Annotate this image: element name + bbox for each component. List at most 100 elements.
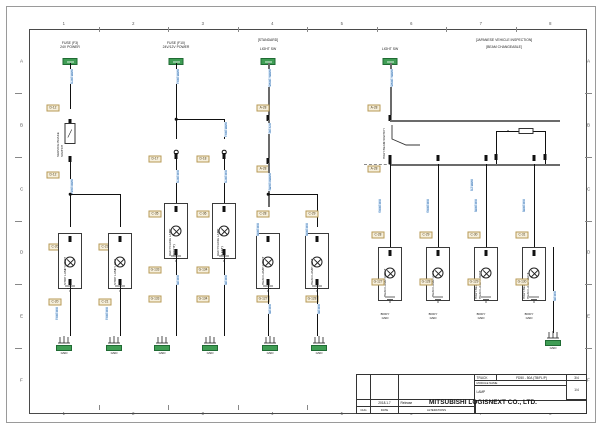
- hb-head-lamp-right-symbol: [480, 267, 492, 279]
- column-label-2: 2: [132, 411, 135, 416]
- wire-label-020bl-rw-a: 020BL (R/W): [267, 69, 272, 87]
- connector-c28-hb[interactable]: C-28: [371, 231, 385, 239]
- connector-a28-hb-bottom[interactable]: A-28: [367, 165, 381, 173]
- terminal-rcl-left-top: [222, 206, 226, 212]
- wire-label-073-r: 073 (R): [267, 123, 272, 134]
- connector-d17[interactable]: D-17: [148, 155, 162, 163]
- body-gnd-label-1: BODY GND: [380, 312, 390, 321]
- wire-label-020b-rl-b: 020B (R/L): [223, 122, 228, 138]
- connector-g133-b[interactable]: G-133: [148, 295, 162, 303]
- connector-g127-std[interactable]: G-127: [256, 295, 270, 303]
- row-label-D: D: [20, 249, 24, 255]
- connector-c28-std[interactable]: C-28: [256, 210, 270, 218]
- row-tick: [15, 220, 22, 222]
- wire-lightsw-std-mid: [268, 120, 270, 158]
- connector-d18[interactable]: D-18: [196, 155, 210, 163]
- column-label-3: 3: [201, 411, 204, 416]
- wire-res-right-v: [545, 131, 546, 164]
- connector-c21-bottom[interactable]: C-21: [98, 298, 112, 306]
- column-tick: [237, 27, 239, 32]
- connector-g134-b[interactable]: G-134: [196, 295, 210, 303]
- connector-g128-std[interactable]: G-128: [305, 295, 319, 303]
- ground-badge[interactable]: [262, 345, 278, 352]
- row-tick: [585, 284, 592, 286]
- high-beam-switch-label: HIGH BEAM SWITCH: [382, 128, 386, 159]
- connector-c29-hb[interactable]: C-29: [419, 231, 433, 239]
- ground-badge[interactable]: [545, 340, 561, 347]
- ground-badge[interactable]: [311, 345, 327, 352]
- row-tick: [585, 92, 592, 94]
- tb-module-label: MODULE NAME: [475, 381, 567, 387]
- column-tick: [168, 405, 169, 410]
- connector-c30-hb[interactable]: C-30: [467, 231, 481, 239]
- row-label-E: E: [20, 313, 24, 319]
- wire-label-030-b-d: 030 (B): [316, 304, 321, 315]
- high-beam-switch-arm-icon: [391, 125, 420, 146]
- switch-arm-icon: [67, 129, 73, 138]
- wire-label-030-rl-a: 030 (R/L): [54, 307, 59, 321]
- service-brake-switch[interactable]: [64, 123, 76, 144]
- connector-d12-bottom[interactable]: D-12: [46, 171, 60, 179]
- connector-d12-top[interactable]: D-12: [46, 104, 60, 112]
- row-label-A: A: [20, 58, 24, 64]
- tb-company-cell: [475, 400, 586, 413]
- row-tick: [585, 348, 592, 350]
- column-tick: [307, 405, 308, 410]
- connector-g129-hb[interactable]: G-129: [467, 278, 481, 286]
- connector-c20-bottom[interactable]: C-20: [48, 298, 62, 306]
- ground-label: GND: [266, 351, 274, 355]
- wire-label-020b-ry: 020B (R/Y): [69, 69, 74, 85]
- header-fuse-f10: FUSE (F10) 24V/12V POWER: [162, 41, 190, 50]
- wire-lightsw-std-down: [268, 63, 270, 115]
- head-lamp-right-symbol: [384, 267, 396, 279]
- body-gnd-label-2: BODY GND: [428, 312, 438, 321]
- head-lamp-left-symbol: [432, 267, 444, 279]
- ground-badge[interactable]: [154, 345, 170, 352]
- wire-label-030-rg-a: 030 (R/G): [377, 199, 382, 213]
- connector-g130-hb[interactable]: G-130: [515, 278, 529, 286]
- earth-icon: [262, 279, 274, 297]
- body-gnd-label-3: BODY GND: [476, 312, 486, 321]
- row-label-C: C: [20, 186, 24, 192]
- connector-c31-hb[interactable]: C-31: [515, 231, 529, 239]
- terminal-stop-right-top: [68, 236, 72, 242]
- wire-stop-branch-h: [70, 194, 120, 195]
- connector-g133-a[interactable]: G-133: [148, 266, 162, 274]
- terminal-rcl-right-top: [174, 206, 178, 212]
- wire-rcl-right-gnd: [176, 254, 177, 336]
- wire-label-020b-y: 020B (Y): [469, 179, 474, 192]
- wire-label-030-rg-b: 030 (R/G): [425, 199, 430, 213]
- column-label-3: 3: [201, 21, 204, 26]
- ground-badge[interactable]: [106, 345, 122, 352]
- wire-stop-right-v: [120, 194, 121, 227]
- terminal-lightsw-std-bottom: [266, 158, 270, 164]
- connector-a28-std-top[interactable]: A-28: [256, 104, 270, 112]
- connector-c36[interactable]: C-36: [196, 210, 210, 218]
- wire-hb-branch-2: [438, 164, 439, 249]
- wire-label-030-b-e: 030 (B): [552, 291, 557, 302]
- earth-icon: [170, 249, 182, 267]
- terminal-hl-left-std-top: [315, 236, 319, 242]
- connector-g128-hb[interactable]: G-128: [419, 278, 433, 286]
- earth-icon: [64, 279, 76, 297]
- head-lamp-right-std-symbol: [262, 256, 274, 268]
- ground-badge[interactable]: [56, 345, 72, 352]
- terminal-bus-3: [484, 155, 488, 161]
- ground-badge[interactable]: [202, 345, 218, 352]
- terminal-hbhlr-top: [484, 250, 488, 256]
- wire-label-030-rb-c: 030 (R/B): [473, 199, 478, 213]
- tb-blank-1: [357, 375, 371, 400]
- connector-a28-hb-top[interactable]: A-28: [367, 104, 381, 112]
- tb-col-date: DATE: [371, 406, 399, 413]
- terminal-hll-top: [436, 250, 440, 256]
- connector-g134-a[interactable]: G-134: [196, 266, 210, 274]
- earth-icon: [156, 336, 168, 344]
- earth-icon: [528, 290, 540, 308]
- row-label-F: F: [587, 377, 590, 383]
- connector-c35[interactable]: C-35: [148, 210, 162, 218]
- connector-g127-hb[interactable]: G-127: [371, 278, 385, 286]
- connector-c29-std[interactable]: C-29: [305, 210, 319, 218]
- head-lamp-right-box: [378, 247, 402, 301]
- wire-label-030-b-a: 030 (B): [175, 275, 180, 286]
- wire-f10-down: [176, 63, 177, 139]
